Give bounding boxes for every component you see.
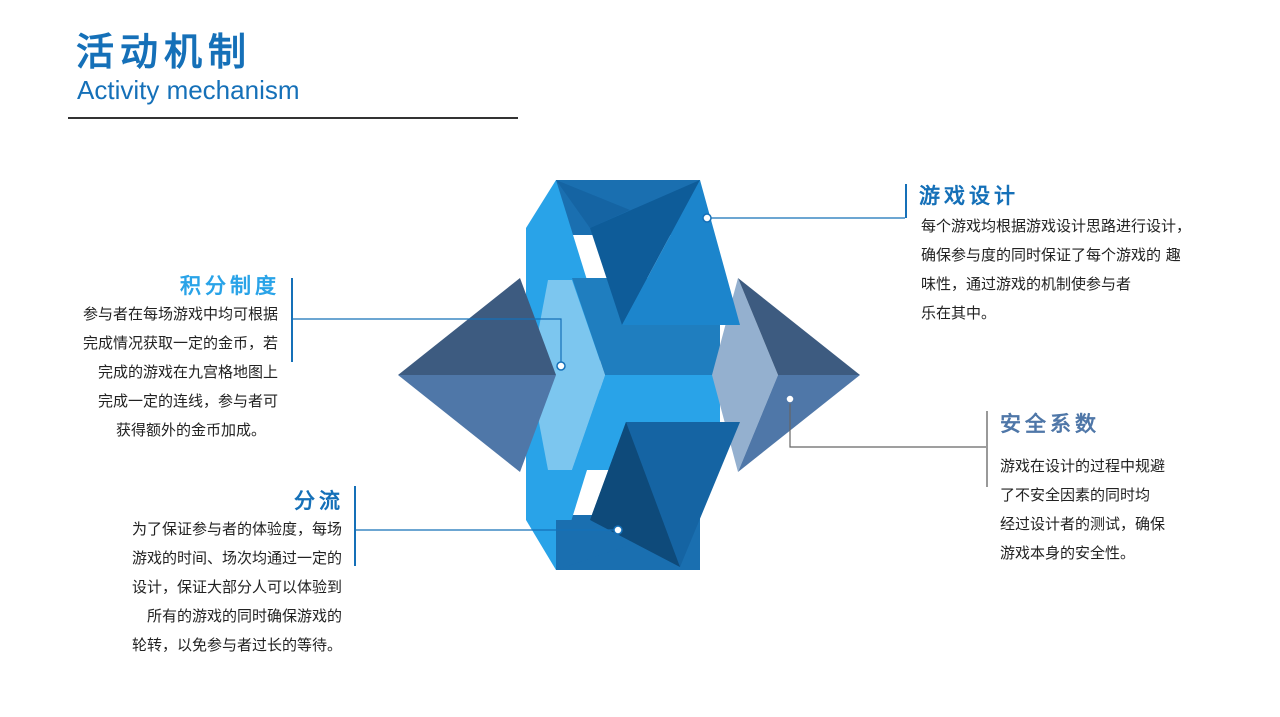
connector-points-system [293,318,562,366]
game-design-line: 味性，通过游戏的机制使参与者 [921,275,1132,293]
top-pyramid-tip [556,180,630,228]
safety-factor-line: 游戏本身的安全性。 [1000,544,1136,562]
points-system-bar [291,278,293,362]
page-title: 活动机制 [76,30,253,74]
diversion-line: 为了保证参与者的体验度，每场 [131,520,342,538]
diversion-bar [354,486,356,566]
left-pyramid-bottom [398,375,556,472]
points-system-text: 参与者在每场游戏中均可根据 完成情况获取一定的金币，若 完成的游戏在九宫格地图上… [83,300,278,445]
safety-factor-line: 了不安全因素的同时均 [1000,486,1151,504]
game-design-line: 确保参与度的同时保证了每个游戏的 趣 [921,246,1181,264]
safety-factor-heading: 安全系数 [1000,412,1100,436]
safety-factor-bar [986,411,988,487]
game-design-line: 每个游戏均根据游戏设计思路进行设计， [921,217,1192,235]
diversion-heading: 分流 [294,489,344,513]
title-divider [68,117,518,119]
top-pyramid-left [590,180,700,325]
game-design-heading: 游戏设计 [919,184,1019,208]
dot-diversion [613,525,623,535]
bottom-pyramid-shade [590,422,680,567]
left-column-inner [530,280,605,470]
bottom-pyramid-base [556,520,630,570]
right-pyramid-top [738,278,860,375]
dot-safety-factor [785,394,795,404]
safety-factor-line: 游戏在设计的过程中规避 [1000,457,1166,475]
points-system-line: 完成的游戏在九宫格地图上 [97,363,278,381]
points-system-line: 完成一定的连线，参与者可 [97,392,278,410]
points-system-heading: 积分制度 [180,274,280,298]
game-design-bar [905,184,907,218]
diversion-text: 为了保证参与者的体验度，每场 游戏的时间、场次均通过一定的 设计，保证大部分人可… [132,515,342,660]
points-system-line: 获得额外的金币加成。 [115,421,266,439]
points-system-line: 完成情况获取一定的金币，若 [82,334,278,352]
game-design-line: 乐在其中。 [921,304,997,322]
diversion-line: 轮转，以免参与者过长的等待。 [131,636,342,654]
right-pyramid-bottom [738,375,860,472]
points-system-line: 参与者在每场游戏中均可根据 [82,305,278,323]
diversion-line: 游戏的时间、场次均通过一定的 [131,549,342,567]
dot-points-system [556,361,566,371]
page-subtitle: Activity mechanism [77,75,300,105]
safety-factor-line: 经过设计者的测试，确保 [1000,515,1166,533]
dot-game-design [702,213,712,223]
safety-factor-text: 游戏在设计的过程中规避 了不安全因素的同时均 经过设计者的测试，确保 游戏本身的… [1000,452,1165,568]
diversion-line: 设计，保证大部分人可以体验到 [131,578,342,596]
top-pyramid-right [622,180,740,325]
left-pyramid-top [398,278,556,375]
game-design-text: 每个游戏均根据游戏设计思路进行设计， 确保参与度的同时保证了每个游戏的 趣 味性… [921,212,1191,328]
connector-safety-factor [789,399,986,448]
diversion-line: 所有的游戏的同时确保游戏的 [146,607,342,625]
